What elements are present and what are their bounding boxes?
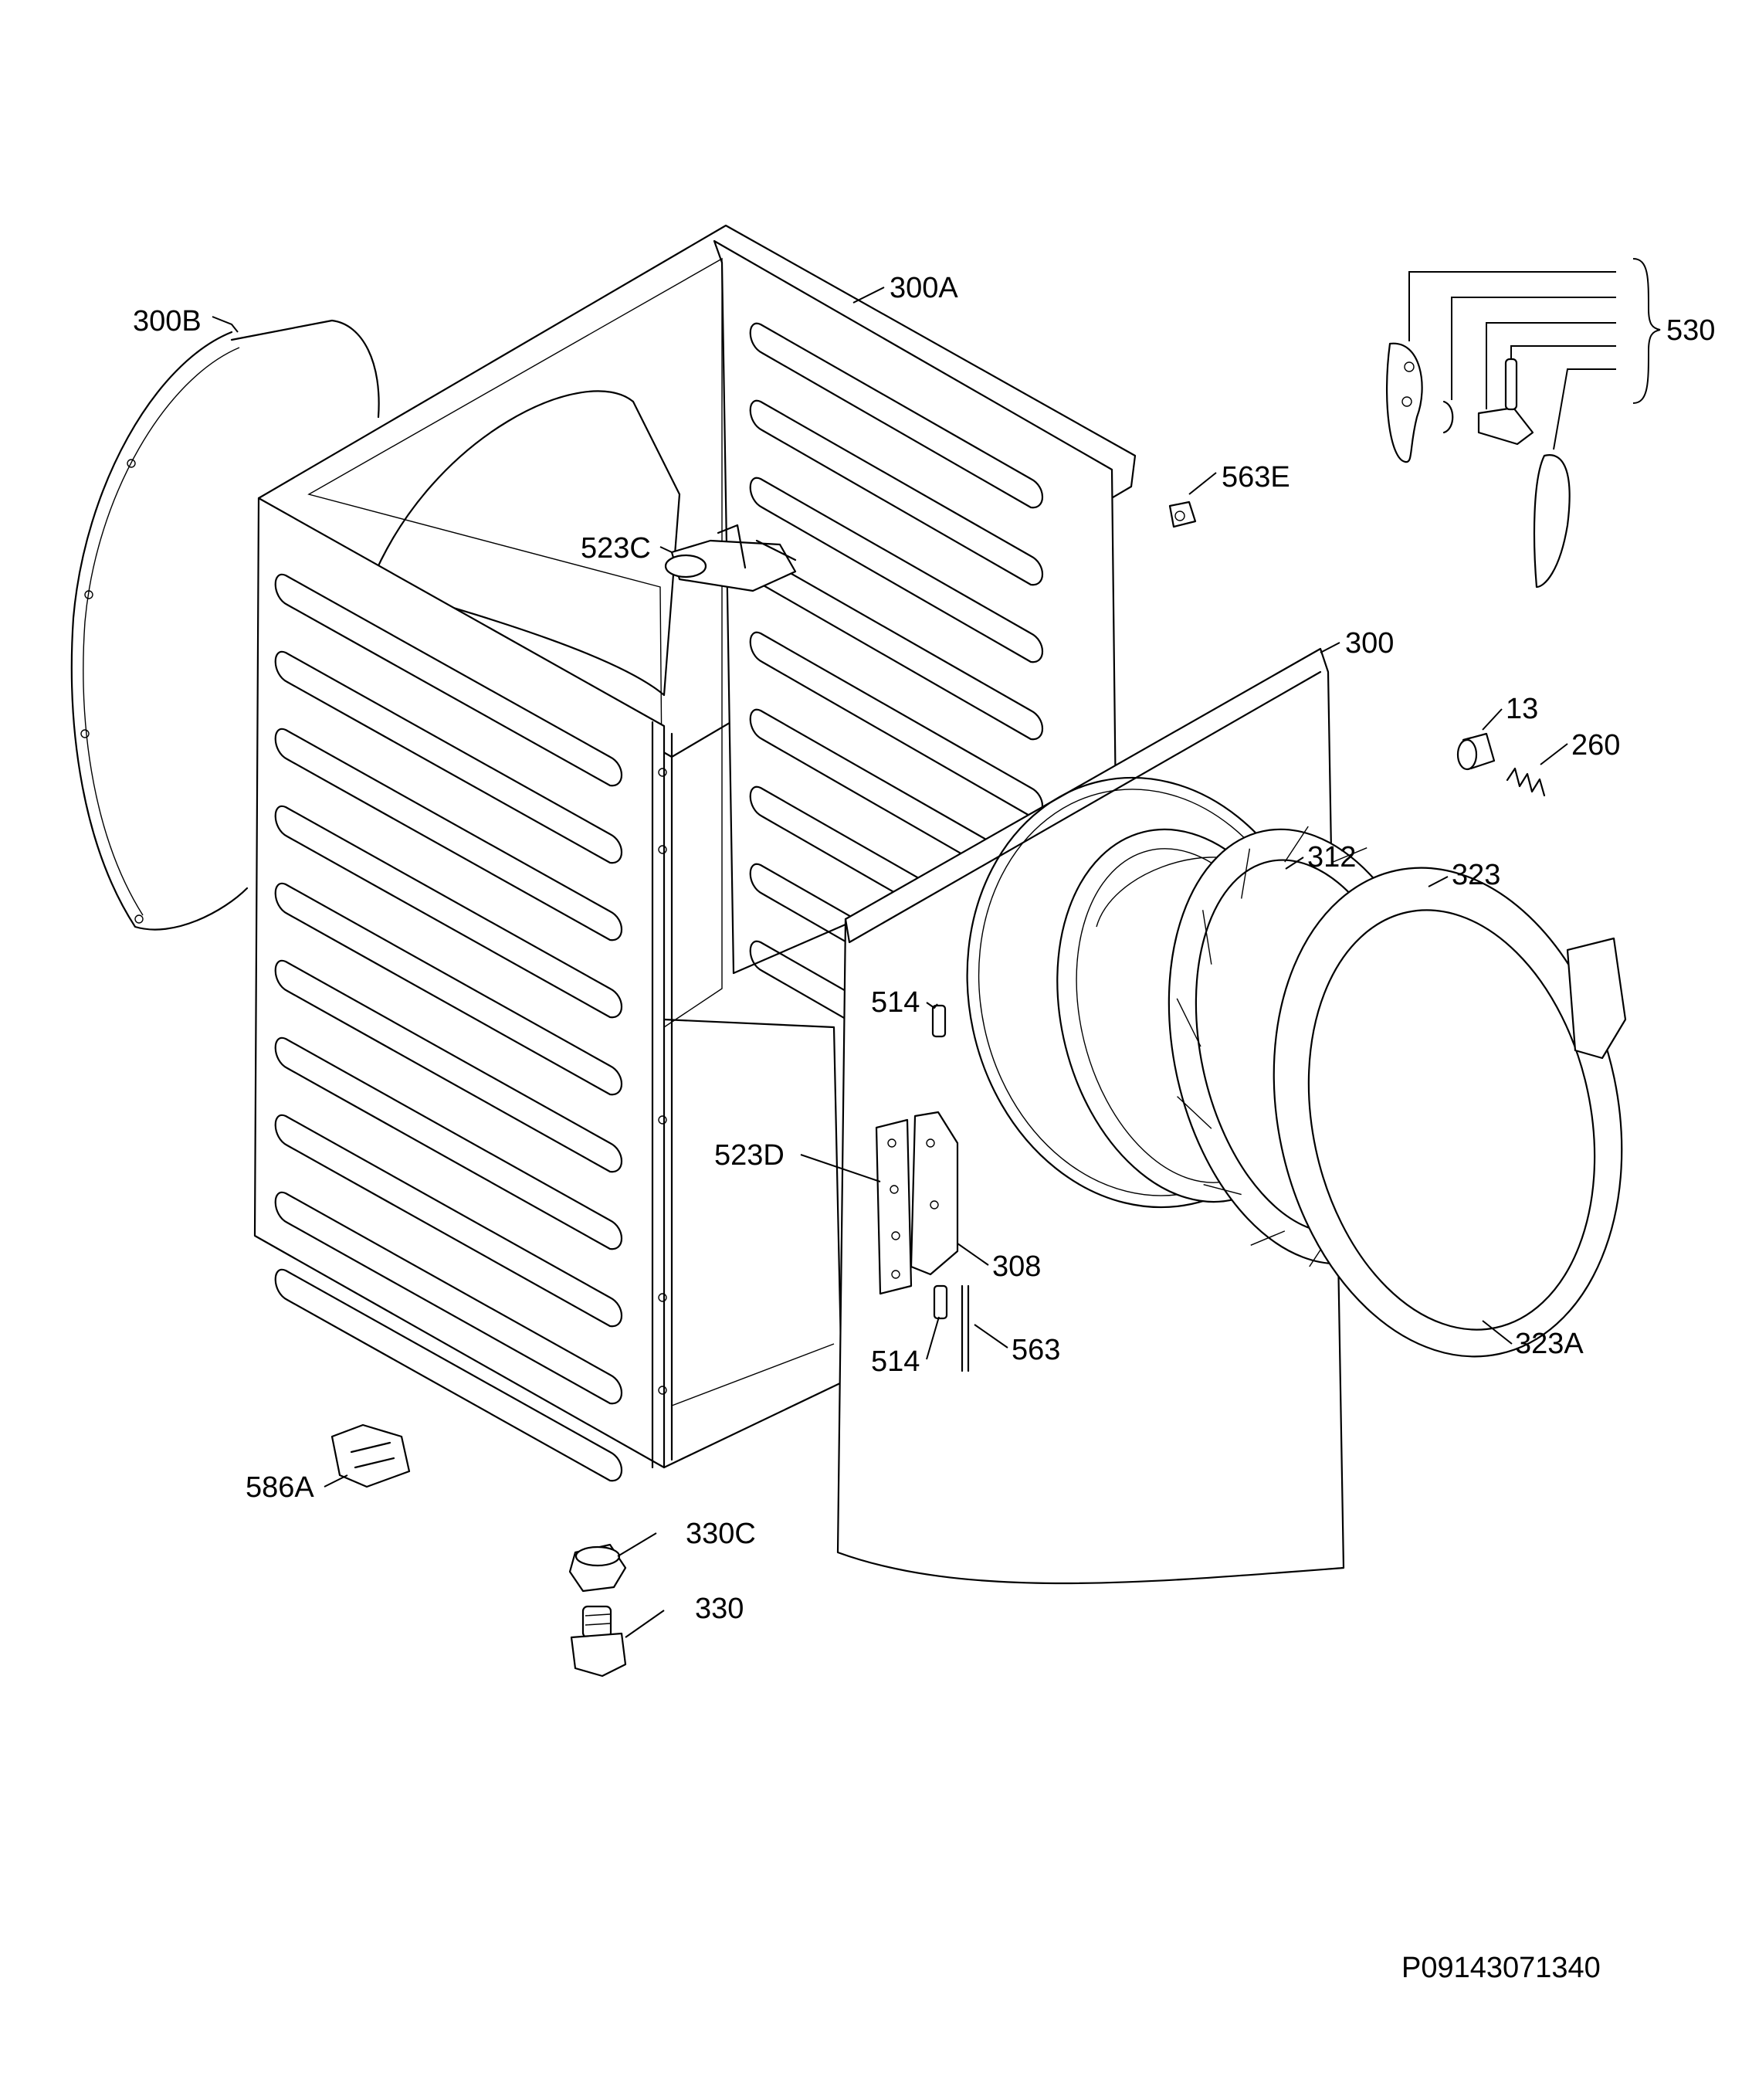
cabinet-rib [274,1191,622,1405]
door-outer-ring-323A [1273,867,1627,1358]
part-586A [330,1423,411,1488]
frame-lattice-strut [1241,848,1251,899]
cabinet-rib [274,1114,622,1328]
pin-514-top [931,1004,947,1038]
frame-lattice-strut [1284,826,1309,863]
callout-523D: 523D [714,1139,785,1172]
cabinet-rib [274,573,622,787]
leader-lines [212,287,1568,1638]
part-563E [1168,500,1197,528]
cabinet-rib [274,959,622,1173]
callout-13: 13 [1506,693,1538,725]
rod-563 [961,1284,970,1372]
callout-308: 308 [992,1250,1041,1283]
bracket-530 [1408,258,1661,450]
cabinet-ribs-left [274,573,622,1482]
hinge-523D [875,1111,959,1295]
callout-563E: 563E [1222,461,1290,494]
frame-lattice-strut [1176,998,1201,1047]
callout-312: 312 [1307,841,1356,874]
cabinet-rib [274,1268,622,1482]
cabinet-rib [274,805,622,1019]
cabinet-rib [274,728,622,941]
spring-260 [1506,767,1546,797]
drawing-number: P09143071340 [1401,1952,1601,1984]
callout-323: 323 [1452,859,1500,891]
cabinet-rib [274,882,622,1096]
callout-586A: 586A [246,1471,314,1504]
bushing-13 [1456,732,1496,771]
rear-seal-300B [70,319,380,931]
callout-514-top: 514 [871,986,920,1019]
callout-300: 300 [1345,627,1394,660]
callout-514-bottom: 514 [871,1345,920,1378]
door-lock-523C [664,524,797,592]
callout-300B: 300B [133,305,202,338]
cabinet-rib [274,650,622,864]
frame-lattice-strut [1332,847,1368,863]
cabinet-300A [253,224,1137,1469]
frame-lattice-strut [1203,1183,1242,1196]
callout-530: 530 [1666,314,1715,347]
frame-lattice-strut [1202,910,1212,965]
pin-514-bottom [933,1284,948,1320]
callout-563: 563 [1012,1334,1060,1366]
callout-330C: 330C [686,1518,756,1550]
cabinet-rib [749,399,1043,586]
nut-330C [568,1543,627,1593]
callout-523C: 523C [581,532,651,565]
callout-323A: 323A [1515,1328,1584,1360]
callout-330: 330 [695,1593,744,1625]
cabinet-rib [274,1036,622,1250]
cabinet-rib [749,477,1043,663]
frame-lattice-strut [1177,1096,1212,1129]
callout-300A: 300A [890,272,958,304]
cabinet-rib [749,322,1043,509]
door-parts-set-530 [1385,342,1571,589]
frame-lattice-strut [1250,1230,1286,1246]
callout-260: 260 [1571,729,1620,762]
foot-330 [570,1605,627,1678]
